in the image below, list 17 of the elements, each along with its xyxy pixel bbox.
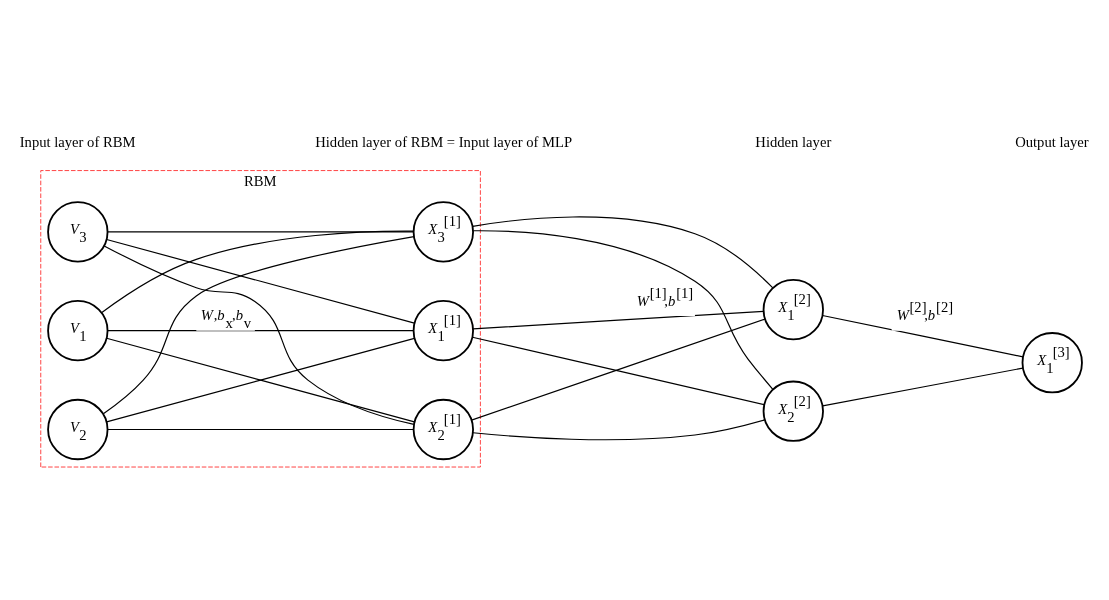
label: Hidden layer of RBM = Input layer of MLP: [315, 133, 573, 150]
connector: [100, 230, 415, 313]
connector: [106, 337, 415, 422]
connector: [106, 428, 415, 430]
connector: [822, 367, 1024, 406]
connector: [472, 418, 766, 440]
connector: [106, 238, 415, 324]
connector: [472, 310, 765, 330]
connector: [471, 336, 765, 405]
label: Hidden layer: [755, 133, 832, 150]
connector: [106, 230, 415, 232]
connector: [472, 229, 774, 390]
connector: [472, 215, 774, 288]
connector: [821, 314, 1024, 357]
label: Input layer of RBM: [19, 133, 136, 150]
label: Output layer: [1015, 133, 1089, 150]
connector: [470, 318, 766, 421]
